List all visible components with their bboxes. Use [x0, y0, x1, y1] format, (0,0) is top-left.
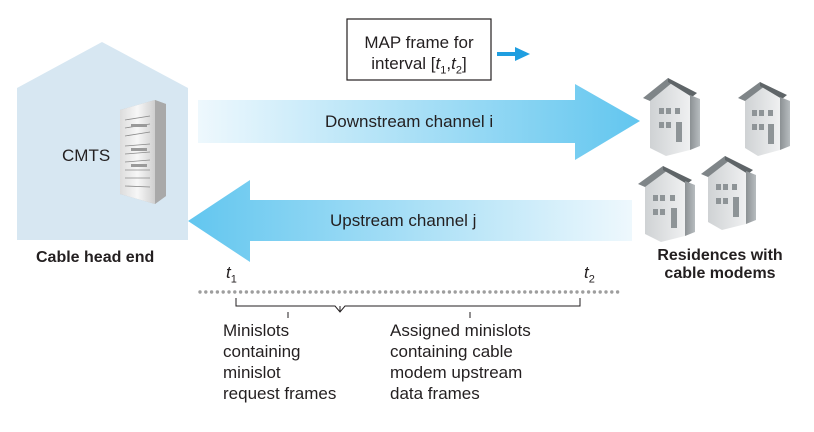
timeline-dot: [488, 290, 492, 294]
timeline-dot: [285, 290, 289, 294]
downstream-arrow: [198, 84, 640, 160]
timeline-dot: [540, 290, 544, 294]
head-end-label: Cable head end: [36, 249, 155, 266]
map-direction-arrow-icon: [497, 47, 530, 61]
timeline-dot: [557, 290, 562, 294]
timeline-dot: [459, 290, 463, 294]
timeline-dot: [407, 290, 411, 294]
timeline-dot: [610, 290, 614, 294]
timeline-dotted-line: [198, 290, 620, 294]
house-icon: [701, 156, 756, 230]
timeline-dot: [343, 290, 347, 294]
timeline-dot: [604, 290, 608, 294]
timeline-dot: [354, 290, 359, 294]
timeline-dot: [482, 290, 486, 294]
timeline-dot: [528, 290, 533, 294]
timeline-dot: [383, 290, 388, 294]
timeline-dot: [320, 290, 324, 294]
timeline-dot: [262, 290, 266, 294]
timeline-dot: [296, 290, 301, 294]
timeline-dot: [418, 290, 423, 294]
timeline-dot: [215, 290, 220, 294]
timeline-dot: [395, 290, 399, 294]
house-icon: [638, 166, 695, 242]
timeline-dot: [308, 290, 312, 294]
timeline-dot: [238, 290, 243, 294]
timeline-dot: [360, 290, 365, 294]
map-frame-box: [346, 18, 492, 81]
timeline-dot: [534, 290, 539, 294]
timeline-dot: [563, 290, 568, 294]
minislots-assigned-text: Assigned minislots containing cable mode…: [390, 321, 531, 403]
timeline-dot: [267, 290, 272, 294]
timeline-dot: [250, 290, 254, 294]
timeline-dot: [401, 290, 405, 294]
downstream-label: Downstream channel i: [325, 112, 494, 131]
minislot-brackets: [235, 298, 581, 318]
timeline-dot: [615, 290, 620, 294]
timeline-dot: [337, 290, 341, 294]
timeline-dot: [314, 290, 318, 294]
timeline-dot: [447, 290, 452, 294]
timeline-dot: [575, 290, 579, 294]
timeline-dot: [441, 290, 446, 294]
upstream-label: Upstream channel j: [330, 211, 477, 230]
timeline-dot: [227, 290, 231, 294]
timeline-dot: [349, 290, 353, 294]
timeline-dot: [494, 290, 498, 294]
cmts-rack-icon: [120, 100, 166, 204]
timeline-dot: [372, 290, 376, 294]
timeline-dot: [221, 290, 225, 294]
timeline-dot: [424, 290, 428, 294]
timeline-dot: [598, 290, 602, 294]
map-frame-line2: interval [t1,t2]: [371, 54, 467, 77]
timeline-dot: [581, 290, 585, 294]
timeline-dot: [291, 290, 295, 294]
timeline-dot: [470, 290, 475, 294]
timeline-dot: [279, 290, 283, 294]
timeline-dot: [586, 290, 591, 294]
timeline-dot: [465, 290, 469, 294]
timeline-dot: [511, 290, 515, 294]
timeline-dot: [302, 290, 307, 294]
minislots-request-text: Minislots containing minislot request fr…: [223, 321, 337, 403]
timeline-dot: [273, 290, 278, 294]
timeline-dot: [523, 290, 527, 294]
timeline-dot: [198, 290, 202, 294]
timeline-dot: [453, 290, 457, 294]
timeline-dot: [412, 290, 417, 294]
house-icon: [738, 82, 790, 156]
timeline-dot: [592, 290, 597, 294]
timeline-dot: [546, 290, 550, 294]
timeline-dot: [378, 290, 382, 294]
timeline-dot: [389, 290, 394, 294]
map-frame-line1: MAP frame for: [364, 33, 474, 52]
timeline-dot: [569, 290, 573, 294]
timeline-dot: [552, 290, 556, 294]
timeline-dot: [325, 290, 330, 294]
timeline-dot: [499, 290, 504, 294]
timeline-dot: [204, 290, 208, 294]
timeline-dot: [476, 290, 481, 294]
timeline-dot: [430, 290, 434, 294]
timeline-dot: [366, 290, 370, 294]
timeline-t1-label: t1: [226, 263, 237, 286]
timeline-dot: [233, 290, 237, 294]
timeline-dot: [256, 290, 260, 294]
timeline-dot: [209, 290, 214, 294]
cmts-label: CMTS: [62, 146, 111, 165]
timeline-t2-label: t2: [584, 263, 595, 286]
house-icon: [643, 78, 700, 156]
timeline-dot: [517, 290, 521, 294]
timeline-dot: [331, 290, 336, 294]
timeline-dot: [244, 290, 249, 294]
upstream-arrow: [188, 180, 632, 262]
timeline-dot: [436, 290, 440, 294]
timeline-dot: [505, 290, 510, 294]
